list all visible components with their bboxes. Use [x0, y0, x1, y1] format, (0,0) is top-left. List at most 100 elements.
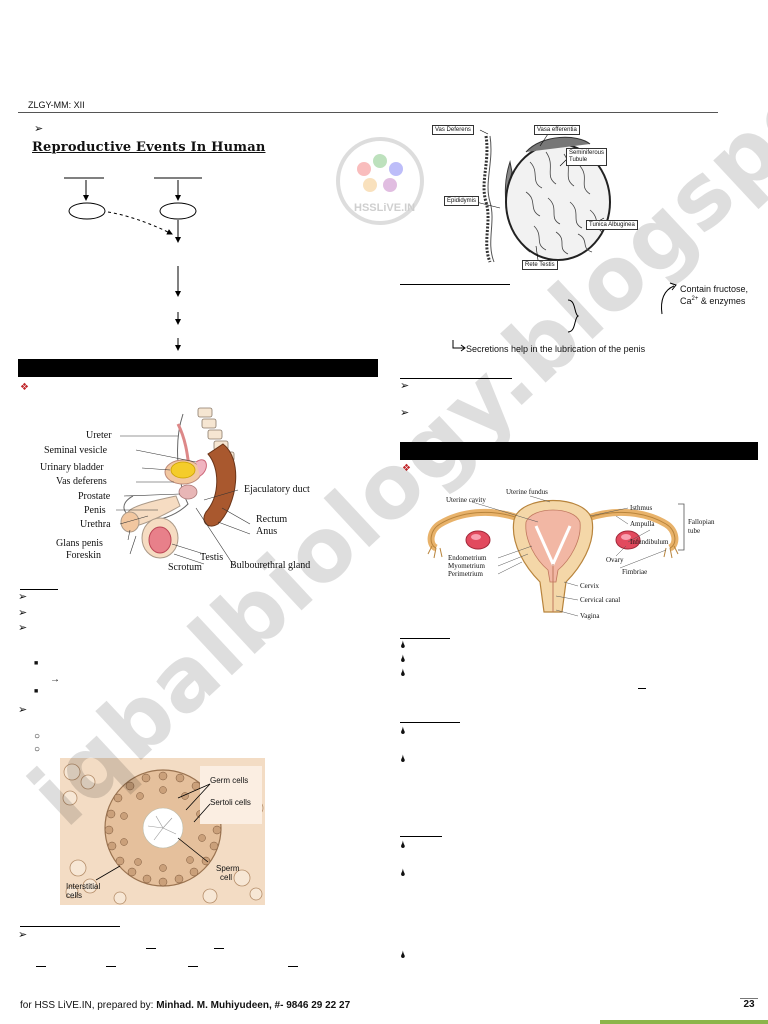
- square-bullet-icon: ■: [34, 688, 39, 695]
- label-sperm-cell: cell: [220, 873, 233, 882]
- label-endometrium: Endometrium: [448, 554, 487, 562]
- note-ca: Ca: [680, 296, 692, 306]
- label-cervical-canal: Cervical canal: [580, 596, 621, 604]
- label-cervix: Cervix: [580, 582, 600, 590]
- curved-arrow-icon: [661, 282, 677, 315]
- footer-prefix: for HSS LiVE.IN, prepared by:: [20, 1000, 154, 1011]
- label-uterine-cavity: Uterine cavity: [446, 496, 486, 504]
- dash-mark: [106, 966, 116, 967]
- label-penis: Penis: [84, 505, 106, 516]
- label-tubule: Tubule: [569, 157, 588, 163]
- label-bulbourethral-gland: Bulbourethral gland: [230, 560, 311, 571]
- label-urinary-bladder: Urinary bladder: [40, 462, 104, 473]
- drop-bullet-icon: 🌢: [400, 726, 406, 737]
- label-seminal-vesicle: Seminal vesicle: [44, 445, 108, 456]
- dash-mark: [288, 966, 298, 967]
- label-sertoli-cells: Sertoli cells: [210, 798, 251, 807]
- dash-mark: [188, 966, 198, 967]
- underline: [20, 926, 120, 927]
- dash-mark: [638, 688, 646, 689]
- section-bar-male: [18, 359, 378, 377]
- label-vas-deferens: Vas deferens: [56, 476, 107, 487]
- diamond-bullet-icon: ❖: [20, 382, 29, 393]
- drop-bullet-icon: 🌢: [400, 754, 406, 765]
- seminiferous-tubule-figure: Germ cells Sertoli cells Sperm cell Inte…: [60, 758, 265, 905]
- section-bar-female: [400, 442, 758, 460]
- label-vas-deferens-testis: Vas Deferens: [432, 125, 474, 135]
- page-footer: for HSS LiVE.IN, prepared by: Minhad. M.…: [20, 1000, 350, 1011]
- label-uterine-fundus: Uterine fundus: [506, 488, 548, 496]
- svg-text:HSSLiVE.IN: HSSLiVE.IN: [354, 202, 415, 214]
- circle-bullet-icon: ○: [34, 744, 41, 755]
- page-number: 23: [740, 998, 758, 1010]
- label-germ-cells: Germ cells: [210, 776, 249, 785]
- testis-section-figure: Vas Deferens Vasa efferentia Seminiferou…: [430, 122, 638, 272]
- label-isthmus: Isthmus: [630, 504, 653, 512]
- label-interstitial: Interstitial: [66, 882, 101, 891]
- female-reproductive-figure: Uterine cavity Uterine fundus Isthmus Am…: [410, 484, 730, 624]
- label-myometrium: Myometrium: [448, 562, 485, 570]
- underline: [400, 836, 442, 837]
- label-urethra: Urethra: [80, 519, 111, 530]
- underline: [400, 378, 512, 379]
- label-vasa-efferentia: Vasa efferentia: [534, 125, 580, 135]
- label-testis: Testis: [200, 552, 224, 563]
- arrow-bullet-icon: ➢: [18, 929, 28, 941]
- arrow-bullet-icon: ➢: [18, 607, 28, 619]
- note-calcium-enzymes: Ca2+ & enzymes: [680, 296, 745, 306]
- underline: [400, 722, 460, 723]
- circle-bullet-icon: ○: [34, 731, 41, 742]
- label-epididymis: Epididymis: [444, 196, 480, 206]
- header-rule: [18, 112, 718, 113]
- label-anus: Anus: [256, 526, 278, 537]
- label-seminiferous: Seminiferous: [569, 150, 605, 156]
- note-secretions: Secretions help in the lubrication of th…: [466, 344, 646, 354]
- dash-mark: [146, 948, 156, 949]
- label-sperm: Sperm: [216, 864, 240, 873]
- label-perimetrium: Perimetrium: [448, 570, 483, 578]
- dash-mark: [214, 948, 224, 949]
- label-vagina: Vagina: [580, 612, 600, 620]
- arrow-bullet-icon: ➢: [400, 407, 410, 419]
- drop-bullet-icon: 🌢: [400, 668, 406, 679]
- note-enzymes: & enzymes: [700, 296, 746, 306]
- label-ampulla: Ampulla: [630, 520, 655, 528]
- underline: [400, 638, 450, 639]
- underline: [400, 284, 510, 285]
- diamond-bullet-icon: ❖: [402, 463, 411, 474]
- document-header: ZLGY-MM: XII: [28, 100, 85, 110]
- section-title: Reproductive Events In Human: [32, 140, 266, 155]
- hsslive-logo: HSSLiVE.IN: [330, 135, 430, 230]
- label-scrotum: Scrotum: [168, 562, 202, 573]
- label-ejaculatory-duct: Ejaculatory duct: [244, 484, 310, 495]
- arrow-bullet-icon: ➢: [18, 622, 28, 634]
- underline: [20, 589, 58, 590]
- arrow-bullet-icon: ➢: [18, 591, 28, 603]
- page-accent-bar: [600, 1020, 768, 1024]
- drop-bullet-icon: 🌢: [400, 654, 406, 665]
- square-bullet-icon: ■: [34, 660, 39, 667]
- drop-bullet-icon: 🌢: [400, 840, 406, 851]
- curly-brace-icon: [567, 299, 580, 333]
- label-ureter: Ureter: [86, 430, 112, 441]
- footer-author: Minhad. M. Muhiyudeen, #- 9846 29 22 27: [156, 1000, 351, 1011]
- label-fimbriae: Fimbriae: [622, 568, 648, 576]
- label-glans-penis: Glans penis: [56, 538, 103, 549]
- arrow-bullet-icon: ➢: [18, 704, 28, 716]
- label-rectum: Rectum: [256, 514, 288, 525]
- note-ca-charge: 2+: [691, 296, 699, 302]
- label-fallopian: Fallopian: [688, 518, 715, 526]
- label-rete-testis: Rete Testis: [522, 260, 558, 270]
- label-foreskin: Foreskin: [66, 550, 101, 561]
- label-tube: tube: [688, 527, 701, 535]
- arrow-right-icon: →: [50, 674, 60, 685]
- male-reproductive-figure: Ureter Seminal vesicle Urinary bladder V…: [38, 404, 358, 584]
- bent-arrow-icon: [452, 340, 466, 352]
- drop-bullet-icon: 🌢: [400, 640, 406, 651]
- label-ovary: Ovary: [606, 556, 624, 564]
- arrow-bullet-icon: ➢: [34, 123, 44, 135]
- dash-mark: [36, 966, 46, 967]
- label-infundibulum: Infundibulum: [630, 538, 669, 546]
- label-prostate: Prostate: [78, 491, 111, 502]
